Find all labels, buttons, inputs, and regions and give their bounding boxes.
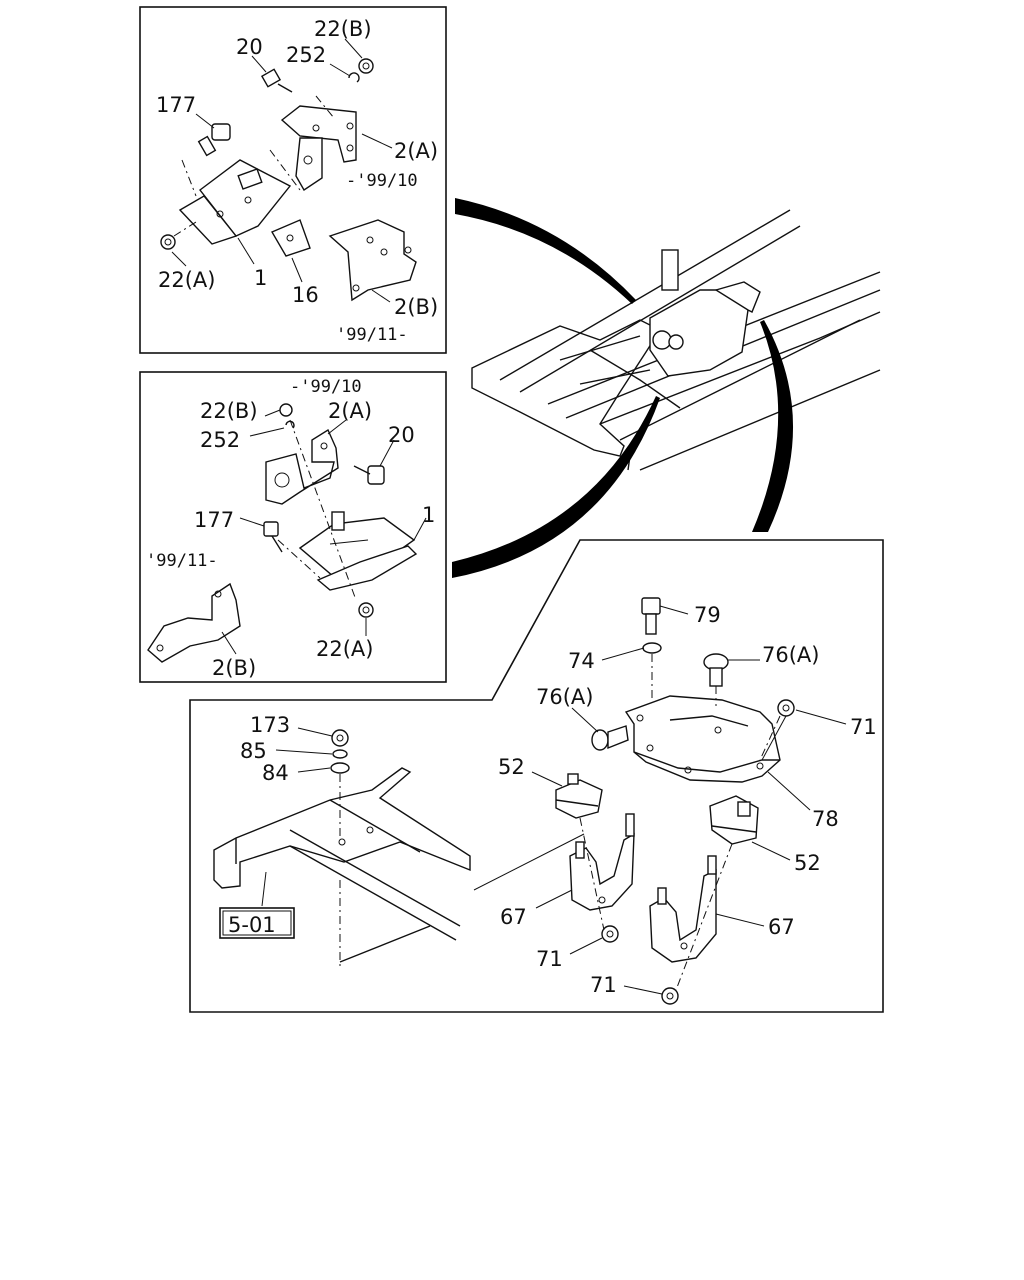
label-252: 252 — [286, 43, 326, 67]
label-52-right: 52 — [794, 851, 821, 875]
transmission-shift — [661, 249, 679, 291]
bracket-67-left — [569, 832, 635, 911]
label-74: 74 — [568, 649, 595, 673]
reference-5-01-label: 5-01 — [228, 913, 276, 937]
label-22a: 22(A) — [158, 268, 215, 292]
label-85: 85 — [240, 739, 267, 763]
date-range-late: '99/11- — [146, 551, 218, 571]
nut-22a-middle — [358, 602, 374, 618]
bolt-79 — [641, 597, 661, 615]
nut-22a-top — [160, 234, 176, 250]
connector-arc-bottom — [752, 320, 794, 532]
label-16: 16 — [292, 283, 319, 307]
bracket-2a-top — [280, 105, 357, 163]
label-71-bottom-center: 71 — [590, 973, 617, 997]
panel-top-left: 22(B) 20 252 177 2(A) -'99/10 22(A) 1 16… — [139, 6, 447, 354]
shim-16-top — [270, 219, 311, 257]
label-2a: 2(A) — [328, 399, 372, 423]
label-20: 20 — [236, 35, 263, 59]
label-22a: 22(A) — [316, 637, 373, 661]
label-177: 177 — [156, 93, 196, 117]
washer-74 — [642, 642, 662, 654]
stopper-76a-left — [591, 729, 609, 751]
label-76a-left: 76(A) — [536, 685, 593, 709]
nut-173 — [331, 729, 349, 747]
label-173: 173 — [250, 713, 290, 737]
label-71-right: 71 — [850, 715, 877, 739]
label-252: 252 — [200, 428, 240, 452]
label-20: 20 — [388, 423, 415, 447]
label-1: 1 — [254, 266, 267, 290]
washer-252-middle — [285, 420, 295, 429]
engine-mount-1-base — [178, 195, 238, 245]
panel-bottom: 79 74 76(A) 76(A) 71 173 85 84 52 78 52 … — [189, 539, 884, 1013]
nut-71-bottom-center — [661, 987, 679, 1005]
rubber-mount-52-left — [555, 779, 603, 819]
label-76a-right: 76(A) — [762, 643, 819, 667]
label-67-right: 67 — [768, 915, 795, 939]
label-71-bottom-left: 71 — [536, 947, 563, 971]
label-1: 1 — [422, 503, 435, 527]
label-2b: 2(B) — [394, 295, 438, 319]
bracket-2b-middle — [147, 582, 241, 663]
label-2a: 2(A) — [394, 139, 438, 163]
bolt-177-head-middle — [263, 521, 279, 537]
washer-85 — [332, 749, 348, 759]
chassis-front-crossmember — [471, 319, 662, 457]
bolt-177-head-top — [211, 123, 231, 141]
label-78: 78 — [812, 807, 839, 831]
nut-71-right — [777, 699, 795, 717]
bolt-20-head-middle — [367, 465, 385, 485]
nut-22b-top — [358, 58, 374, 74]
label-177: 177 — [194, 508, 234, 532]
bracket-2a-middle — [265, 428, 339, 505]
nut-71-bottom-left — [601, 925, 619, 943]
washer-84 — [330, 762, 350, 774]
date-range-early: -'99/10 — [290, 377, 362, 397]
date-range-late: '99/11- — [336, 325, 408, 345]
bolt-20-head-top — [260, 68, 282, 88]
frame-rail-5-01 — [213, 767, 471, 889]
label-52-left: 52 — [498, 755, 525, 779]
engine-mount-1-middle-base — [316, 545, 418, 591]
date-range-early: -'99/10 — [346, 171, 418, 191]
label-22b: 22(B) — [314, 17, 372, 41]
label-79: 79 — [694, 603, 721, 627]
chassis-overview — [452, 198, 881, 578]
connector-arc-middle — [452, 396, 660, 578]
label-22b: 22(B) — [200, 399, 258, 423]
label-67-left: 67 — [500, 905, 527, 929]
connector-arc-top — [455, 198, 636, 304]
label-84: 84 — [262, 761, 289, 785]
panel-middle-left: -'99/10 22(B) 2(A) 252 20 177 1 '99/11- … — [139, 371, 447, 683]
engine-block — [649, 289, 749, 377]
nut-22b-middle — [279, 403, 293, 417]
bracket-2b-top — [328, 219, 417, 302]
reference-box-5-01[interactable] — [219, 907, 295, 939]
label-2b: 2(B) — [212, 656, 256, 680]
